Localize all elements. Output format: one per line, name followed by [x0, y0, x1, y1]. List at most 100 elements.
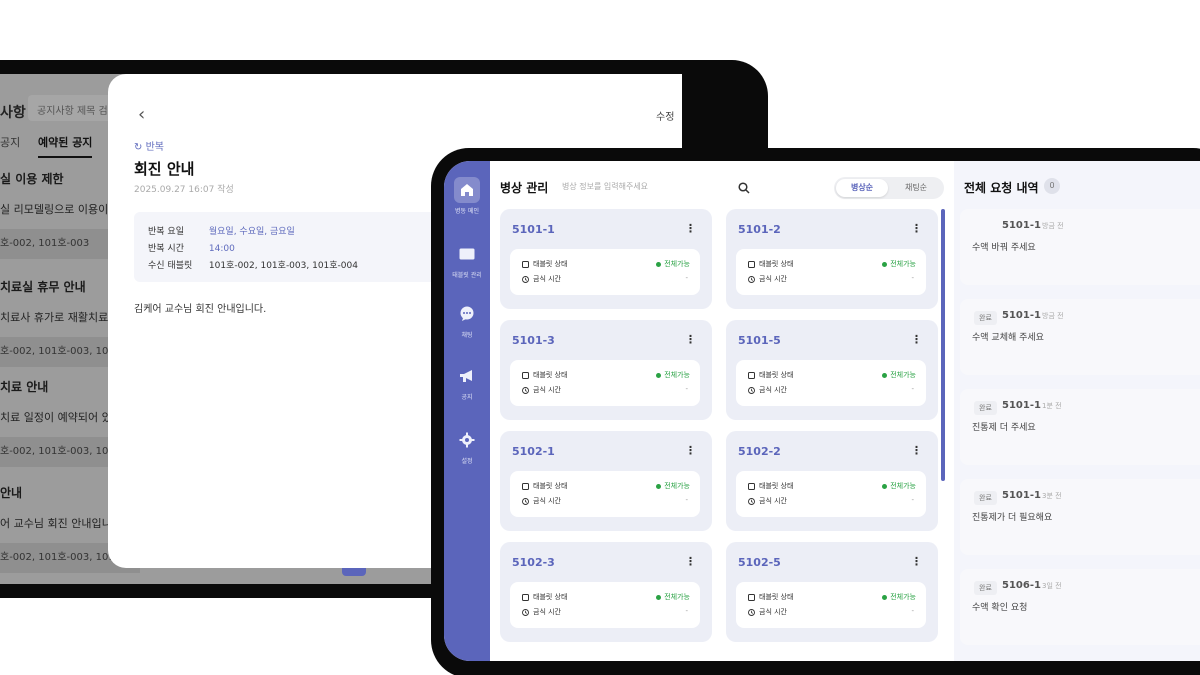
fasting-time-value: -: [911, 274, 914, 282]
tablet-status-label: 태블릿 상태: [533, 482, 568, 490]
tablet-status-row: 태블릿 상태: [522, 481, 567, 491]
tablet-icon: [454, 241, 480, 267]
notice-list-title: 사항: [0, 105, 26, 121]
more-options-icon[interactable]: ⋮: [685, 444, 696, 457]
tablet-status-value: 전체가능: [882, 481, 916, 491]
request-time: 방금 전: [1042, 312, 1064, 320]
notice-item-desc: 치료사 휴가로 재활치료실을: [0, 311, 129, 324]
notice-item-desc: 치료 일정이 예약되어 있습: [0, 411, 122, 424]
nav-item-chat[interactable]: 채팅: [444, 301, 490, 339]
tablet-icon: [748, 371, 755, 379]
fasting-time-row: 금식 시간: [522, 607, 561, 617]
search-icon[interactable]: [738, 179, 750, 198]
tablet-status-value: 전체가능: [656, 592, 690, 602]
more-options-icon[interactable]: ⋮: [685, 333, 696, 346]
sort-by-chat[interactable]: 채팅순: [904, 183, 928, 192]
nav-label: 설정: [461, 458, 473, 465]
request-message: 수액 바꿔 주세요: [972, 243, 1036, 253]
bed-search-input[interactable]: 병상 정보를 입력해주세요: [554, 175, 750, 197]
request-room: 5101-1: [1002, 220, 1041, 231]
clock-icon: [748, 275, 755, 283]
tablet-status-value: 전체가능: [882, 592, 916, 602]
info-value: 14:00: [208, 244, 235, 254]
more-options-icon[interactable]: ⋮: [911, 333, 922, 346]
notice-list-panel: 사항 공지사항 제목 검색 공지 예약된 공지 실 이용 제한 실 리모델링으로…: [0, 74, 148, 584]
info-row-repeat-days: 반복 요일 월요일, 수요일, 금요일: [148, 224, 295, 237]
tablet-status-row: 태블릿 상태: [522, 592, 567, 602]
scrollbar[interactable]: [941, 209, 945, 481]
status-dot: [656, 483, 662, 489]
status-text: 전체가능: [664, 260, 690, 268]
fasting-time-value: -: [685, 385, 688, 393]
back-arrow-icon[interactable]: ‹: [138, 104, 146, 125]
more-options-icon[interactable]: ⋮: [685, 555, 696, 568]
tablet-status-row: 태블릿 상태: [748, 370, 793, 380]
fasting-time-label: 금식 시간: [759, 275, 787, 283]
edit-button[interactable]: 수정: [656, 112, 675, 123]
status-dot: [882, 261, 888, 267]
tablet-status-value: 전체가능: [656, 481, 690, 491]
request-status-badge: 완료: [974, 491, 997, 505]
tablet-status-label: 태블릿 상태: [759, 260, 794, 268]
nav-item-tablet[interactable]: 태블릿 관리: [444, 241, 490, 279]
request-room: 5101-1: [1002, 490, 1041, 501]
tablet-status-row: 태블릿 상태: [748, 259, 793, 269]
sort-by-bed[interactable]: 병상순: [836, 179, 888, 197]
notice-date: 2025.09.27 16:07 작성: [134, 185, 234, 195]
more-options-icon[interactable]: ⋮: [911, 444, 922, 457]
tablet-status-row: 태블릿 상태: [748, 481, 793, 491]
notice-item-desc: 실 리모델링으로 이용이 제: [0, 203, 122, 216]
more-options-icon[interactable]: ⋮: [911, 555, 922, 568]
bed-number: 5101-2: [738, 223, 781, 236]
nav-label: 채팅: [461, 332, 473, 339]
tablet-icon: [748, 260, 755, 268]
more-options-icon[interactable]: ⋮: [685, 222, 696, 235]
nav-item-settings[interactable]: 설정: [444, 427, 490, 465]
tab-scheduled-notice[interactable]: 예약된 공지: [38, 134, 93, 158]
tablet-status-label: 태블릿 상태: [759, 482, 794, 490]
bed-number: 5102-1: [512, 445, 555, 458]
tablet-icon: [522, 482, 529, 490]
request-status-badge: 완료: [974, 581, 997, 595]
status-dot: [882, 594, 888, 600]
nav-label: 태블릿 관리: [452, 272, 482, 279]
request-history-title: 전체 요청 내역: [964, 181, 1039, 195]
tablet-status-label: 태블릿 상태: [533, 260, 568, 268]
fasting-time-value: -: [911, 385, 914, 393]
repeat-label: 반복: [145, 142, 164, 153]
status-dot: [882, 483, 888, 489]
status-text: 전체가능: [664, 371, 690, 379]
info-key: 반복 시간: [148, 244, 184, 254]
bed-number: 5102-2: [738, 445, 781, 458]
status-text: 전체가능: [664, 593, 690, 601]
bed-number: 5102-5: [738, 556, 781, 569]
nav-item-ward-main[interactable]: 병동 메인: [444, 177, 490, 215]
chat-icon: [454, 301, 480, 327]
status-text: 전체가능: [890, 260, 916, 268]
clock-icon: [522, 608, 529, 616]
fasting-time-value: -: [685, 496, 688, 504]
notice-item-title: 치료실 휴무 안내: [0, 280, 86, 294]
nav-item-notice[interactable]: 공지: [444, 363, 490, 401]
notice-item-title: 안내: [0, 486, 23, 500]
more-options-icon[interactable]: ⋮: [911, 222, 922, 235]
bed-number: 5101-1: [512, 223, 555, 236]
bed-main-panel: 병상 관리 병상 정보를 입력해주세요 병상순 채팅순 5101-1⋮태블릿 상…: [490, 161, 954, 661]
tab-notice[interactable]: 공지: [0, 136, 21, 149]
